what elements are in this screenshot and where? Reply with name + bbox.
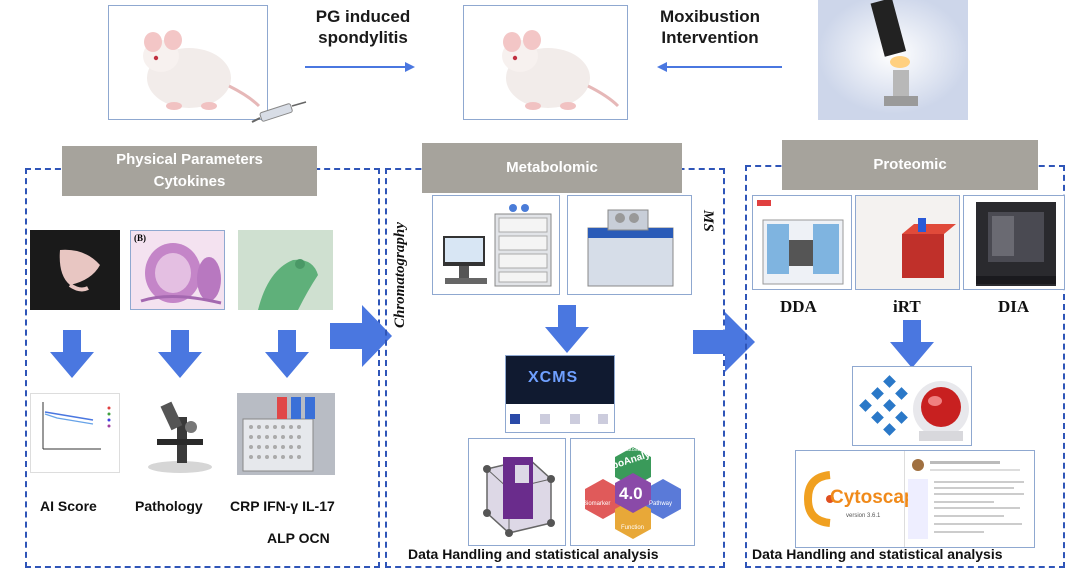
irt-kit-photo xyxy=(855,195,960,290)
pathology-label: Pathology xyxy=(135,498,203,514)
down-arrow-metabolomic-icon xyxy=(545,305,589,353)
skyline-spectronaut-logo-box xyxy=(852,366,972,446)
physical-parameters-header: Physical Parameters Cytokines xyxy=(62,146,317,196)
chromatography-label: Chromatography xyxy=(392,222,408,328)
left-arrow-icon xyxy=(657,60,782,74)
cytoscape-logo: Cytoscape xyxy=(830,487,927,508)
ai-score-chart-thumbnail xyxy=(30,393,120,473)
alp-ocn-label: ALP OCN xyxy=(267,530,330,546)
pathology-histology-photo: (B) xyxy=(130,230,225,310)
down-arrow-proteomic-icon xyxy=(890,320,934,368)
mouse-photo-model xyxy=(463,5,628,120)
metaboanalyst-version: 4.0 xyxy=(619,484,643,503)
flow-arrow-1-icon xyxy=(330,305,392,367)
pathology-panel-tag: (B) xyxy=(134,233,146,243)
pyteomics-logo-box xyxy=(468,438,566,546)
flow-arrow-2-icon xyxy=(693,312,755,372)
dia-label: DIA xyxy=(998,297,1030,316)
ai-score-label: AI Score xyxy=(40,498,97,514)
syringe-icon xyxy=(250,100,310,130)
pg-induced-spondylitis-label: PG induced spondylitis xyxy=(315,7,411,47)
ms-label: MS xyxy=(700,210,716,232)
irt-label: iRT xyxy=(893,297,921,316)
metabo-hex-function: Function xyxy=(621,525,645,531)
chromatography-instrument-photo xyxy=(432,195,560,295)
xcms-logo: XCMS xyxy=(528,369,579,386)
cytoscape-screenshot: Cytoscape version 3.6.1 xyxy=(795,450,1035,548)
metabo-hex-statistics: Statistics xyxy=(621,447,646,453)
elisa-plate-photo xyxy=(237,393,335,475)
ai-score-photo xyxy=(30,230,120,310)
mouse-photo-control xyxy=(108,5,268,120)
cytokine-sample-photo xyxy=(238,230,333,310)
down-arrow-pathology-icon xyxy=(158,330,202,378)
microscope-photo xyxy=(135,395,225,475)
metabolomic-footer-label: Data Handling and statistical analysis xyxy=(408,546,659,562)
dda-instrument-photo xyxy=(752,195,852,290)
metabo-hex-biomarker: Biomarker xyxy=(583,501,611,507)
dia-instrument-photo xyxy=(963,195,1065,290)
dda-label: DDA xyxy=(780,297,817,316)
down-arrow-ai-icon xyxy=(50,330,94,378)
proteomic-header: Proteomic xyxy=(782,140,1038,190)
right-arrow-icon xyxy=(305,60,415,74)
xcms-screenshot: XCMS xyxy=(505,355,615,433)
down-arrow-cytokine-icon xyxy=(265,330,309,378)
metabo-hex-pathway: Pathway xyxy=(649,501,673,507)
moxibustion-intervention-label: Moxibustion Intervention xyxy=(659,7,761,47)
cytokine-label: CRP IFN-γ IL-17 xyxy=(230,498,335,514)
metabolomic-header: Metabolomic xyxy=(422,143,682,193)
moxibustion-photo xyxy=(818,0,968,120)
metaboanalyst-logo-box: MetaboAnalyst 4.0 Statistics Biomarker P… xyxy=(570,438,695,546)
cytoscape-version: version 3.6.1 xyxy=(846,513,881,519)
mass-spectrometer-photo xyxy=(567,195,692,295)
proteomic-footer-label: Data Handling and statistical analysis xyxy=(752,546,1003,562)
